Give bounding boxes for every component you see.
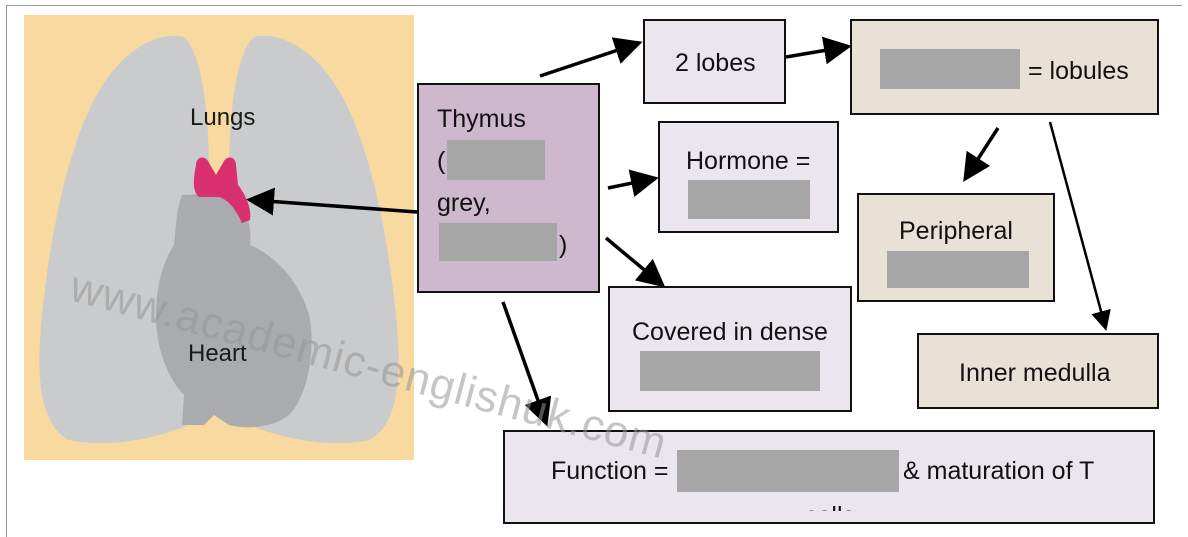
hormone-text: Hormone = [686,147,811,175]
arrow-to-peripheral [963,127,1000,182]
covered-text: Covered in dense [632,318,828,346]
heart-shape [156,193,312,428]
arrow-to-function [501,301,552,427]
function-suffix: & maturation of T [903,457,1095,485]
arrow-thymus-to-organ [246,187,418,216]
medulla-text: Inner medulla [959,359,1111,387]
redacted-text [880,49,1020,89]
lobules-text: = lobules [1028,57,1129,85]
thymus-box: Thymus ( grey, ) [417,83,600,293]
peripheral-box: Peripheral [857,193,1055,302]
peripheral-text: Peripheral [899,217,1013,245]
function-cut-line: cells [797,502,867,511]
covered-box: Covered in dense [608,286,852,412]
redacted-text [677,450,899,492]
heart-label: Heart [188,340,247,367]
lobules-box: = lobules [850,19,1159,115]
redacted-text [688,180,810,219]
thymus-grey-text: grey, [437,189,491,217]
lobes-box: 2 lobes [643,19,786,104]
chest-illustration [39,35,399,444]
lobes-text: 2 lobes [675,49,756,77]
redacted-text [887,251,1029,288]
arrow-to-covered [604,236,666,288]
thymus-organ [193,157,251,223]
redacted-text [447,140,545,180]
thymus-title: Thymus [437,105,526,133]
function-box: Function = & maturation of T cells [503,430,1155,524]
thymus-open-paren: ( [437,147,446,175]
function-cut-text: cells [805,502,855,511]
hormone-box: Hormone = [658,121,839,233]
arrow-to-lobes [539,37,643,78]
lungs-label: Lungs [190,104,256,131]
thymus-close-paren: ) [559,231,568,259]
arrow-to-hormone [607,169,659,197]
anatomy-illustration [24,15,414,460]
medulla-box: Inner medulla [917,333,1159,409]
redacted-text [439,223,557,261]
arrow-to-medulla [1048,121,1111,331]
frame-left-border [6,5,7,537]
frame-top-border [6,5,1182,6]
function-prefix: Function = [551,457,669,485]
redacted-text [640,351,820,391]
arrow-lobes-to-lobules [785,36,852,65]
